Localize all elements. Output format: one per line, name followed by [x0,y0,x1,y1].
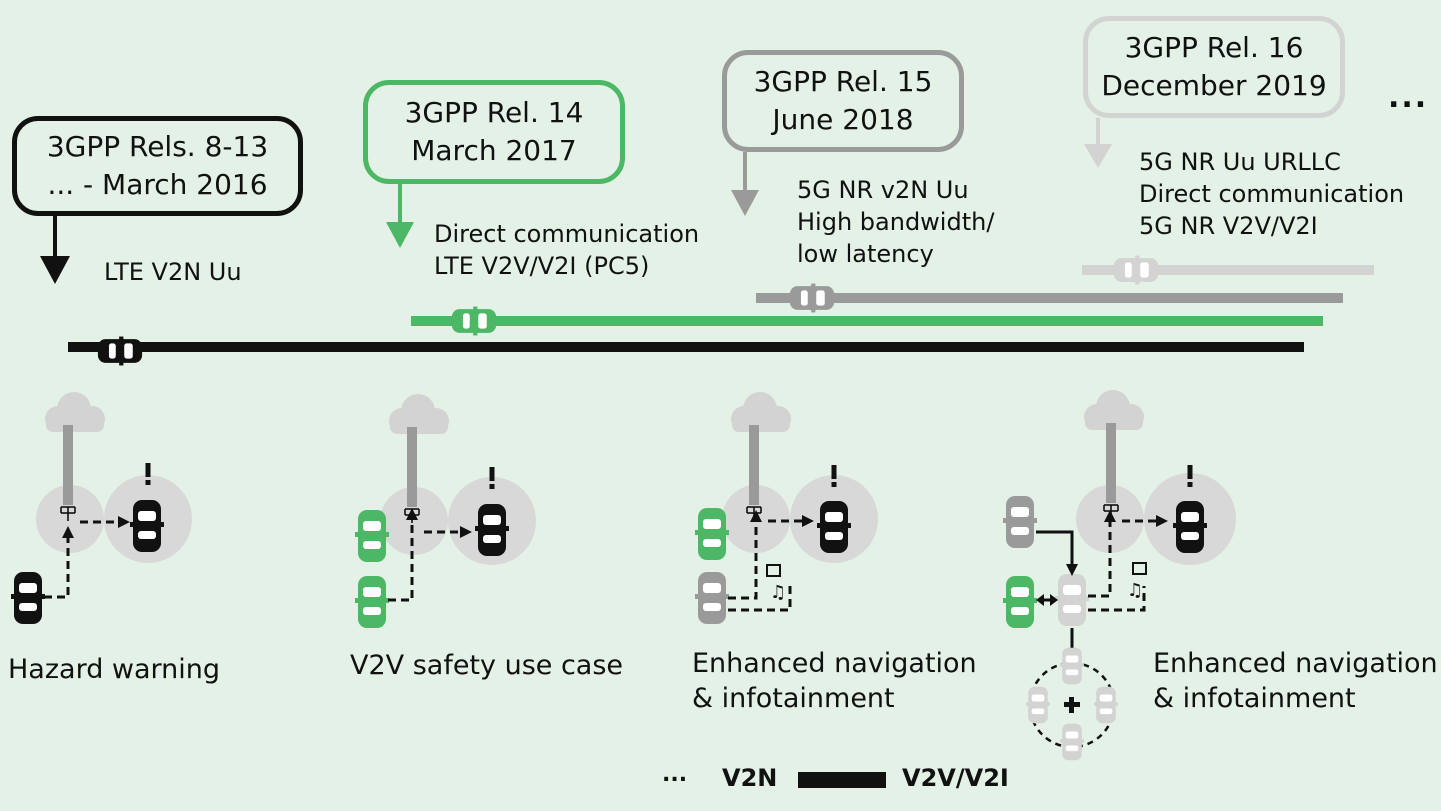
car-icon [355,576,389,628]
v2n-dotted-link [728,519,802,612]
car-icon [695,508,729,560]
car-icon [695,572,729,624]
timeline-bar-rel-14 [411,307,1323,336]
use-case-caption-enhanced-navigation-1: Enhanced navigation & infotainment [692,646,977,716]
caption-line: Enhanced navigation [692,648,977,679]
timeline-bar-rel-15 [756,284,1343,313]
feature-item: 5G NR Uu URLLC [1139,148,1341,176]
cell-tower-icon [746,424,762,522]
scenario-enhanced-navigation-rel15: ♫ [695,392,878,624]
screen-icon [766,564,781,577]
exclamation-icon [1187,465,1193,487]
release-features-rel-16: 5G NR Uu URLLC Direct communication 5G N… [1139,146,1404,242]
scenario-hazard-warning [11,392,192,624]
exclamation-icon [831,465,837,487]
cell-tower-icon [60,424,76,522]
release-features-rel-15: 5G NR v2N Uu High bandwidth/ low latency [797,174,994,270]
release-features-rels-8-13: LTE V2N Uu [104,256,242,288]
feature-item: LTE V2N Uu [104,258,242,286]
use-case-caption-v2v-safety: V2V safety use case [350,648,623,683]
exclamation-icon [145,463,151,485]
plus-icon [1064,697,1080,713]
legend-v2n-label: V2N [722,764,778,792]
cloud-icon [389,394,449,434]
cell-tower-icon [1103,422,1119,520]
release-arrow-rel-15 [731,152,759,216]
timeline-bar-rel-16 [1082,256,1374,285]
car-icon [11,572,45,624]
release-box-rels-8-13: 3GPP Rels. 8-13 ... - March 2016 [12,116,303,216]
release-features-rel-14: Direct communication LTE V2V/V2I (PC5) [434,218,699,282]
car-icon [790,284,834,313]
scenario-v2v-safety [355,394,536,628]
scenario-enhanced-navigation-rel16: ♫ [1003,390,1236,761]
legend-v2v-label: V2V/V2I [902,764,1009,792]
release-date: December 2019 [1101,69,1327,102]
car-icon [817,501,851,553]
feature-item: Direct communication [434,220,700,248]
music-note-icon: ♫ [770,582,786,603]
legend-dotted-symbol: ... [662,762,688,787]
release-box-rel-16: 3GPP Rel. 16 December 2019 [1083,16,1345,118]
release-title: 3GPP Rel. 16 [1124,31,1304,64]
car-icon [1026,686,1050,724]
release-arrow-rels-8-13 [40,216,70,284]
release-title: 3GPP Rel. 15 [753,65,933,98]
release-box-rel-15: 3GPP Rel. 15 June 2018 [722,50,964,152]
car-icon [1055,574,1089,626]
car-icon [452,307,496,336]
car-icon [355,510,389,562]
use-case-caption-hazard-warning: Hazard warning [8,652,220,687]
car-icon [1173,501,1207,553]
feature-item: Direct communication [1139,180,1405,208]
release-arrow-rel-14 [386,184,414,248]
timeline-bar-rels-8-13 [68,337,1304,366]
car-icon [1060,723,1084,761]
release-arrow-rel-16 [1084,118,1112,168]
exclamation-icon [489,467,495,489]
music-note-icon: ♫ [1127,580,1143,601]
feature-item: 5G NR v2N Uu [797,176,969,204]
more-releases-ellipsis: ... [1388,80,1429,115]
feature-item: LTE V2V/V2I (PC5) [434,252,650,280]
feature-item: High bandwidth/ [797,208,995,236]
release-date: March 2017 [411,134,577,167]
car-icon [1114,256,1158,285]
release-title: 3GPP Rels. 8-13 [46,130,269,163]
car-icon [1003,576,1037,628]
car-icon [1003,496,1037,548]
release-box-rel-14: 3GPP Rel. 14 March 2017 [363,80,625,184]
car-icon [1094,686,1118,724]
feature-item: low latency [797,240,934,268]
car-icon [475,504,509,556]
cloud-icon [45,392,105,432]
car-icon [1060,647,1084,685]
screen-icon [1132,562,1147,575]
car-icon [98,337,142,366]
legend-solid-bar [798,772,886,788]
v2n-dotted-link [388,518,460,602]
release-date: ... - March 2016 [47,168,268,201]
caption-line: & infotainment [692,683,895,714]
v2n-dotted-link [1088,519,1156,612]
use-case-caption-enhanced-navigation-2: Enhanced navigation & infotainment [1153,646,1438,716]
caption-line: V2V safety use case [350,650,624,681]
cloud-icon [731,392,791,432]
feature-item: 5G NR V2V/V2I [1139,212,1318,240]
caption-line: Hazard warning [8,654,221,685]
v2n-dotted-link [44,520,118,599]
release-title: 3GPP Rel. 14 [404,96,584,129]
caption-line: & infotainment [1153,683,1356,714]
caption-line: Enhanced navigation [1153,648,1438,679]
car-icon [130,500,164,552]
release-date: June 2018 [772,103,914,136]
